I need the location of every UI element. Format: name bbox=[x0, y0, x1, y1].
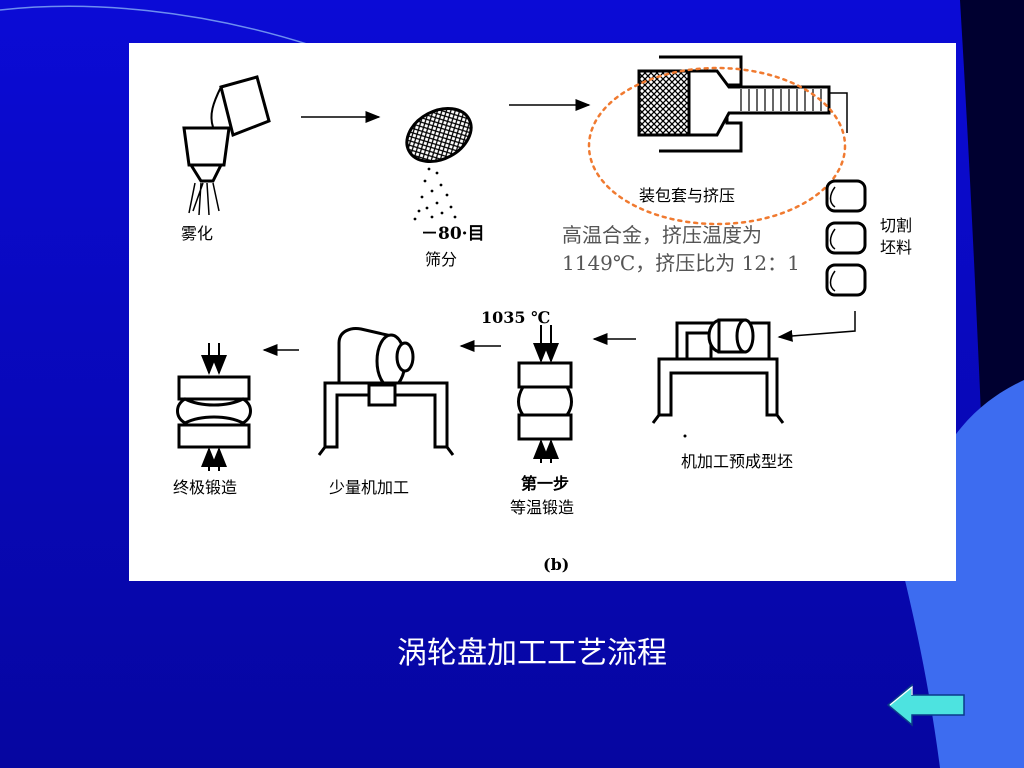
process-diagram-panel: 雾化 －80·目 筛分 装包套与挤压 切割 坯料 高温合金，挤压温度为 1149… bbox=[129, 43, 956, 581]
label-isothermal-forging: 等温锻造 bbox=[510, 498, 575, 517]
decor-arc bbox=[0, 5, 311, 46]
back-button[interactable] bbox=[886, 683, 966, 727]
flow-arrow-3 bbox=[777, 311, 856, 342]
label-mesh: －80·目 bbox=[421, 224, 485, 244]
highlight-ellipse bbox=[587, 66, 847, 226]
label-first-step: 第一步 bbox=[521, 474, 570, 493]
sieve-drawing bbox=[405, 106, 473, 221]
label-light-machining: 少量机加工 bbox=[329, 478, 410, 497]
label-cut-billet-2: 坯料 bbox=[880, 238, 913, 257]
label-machine-preform: 机加工预成型坯 bbox=[681, 452, 794, 471]
extrusion-die-drawing bbox=[637, 55, 848, 153]
note-line-1: 高温合金，挤压温度为 bbox=[562, 223, 762, 247]
final-press-drawing bbox=[176, 343, 252, 471]
label-atomize: 雾化 bbox=[181, 224, 214, 243]
mill-drawing bbox=[317, 327, 455, 456]
left-arrow-icon bbox=[886, 683, 965, 727]
label-sieve: 筛分 bbox=[425, 250, 458, 269]
billet-drawings bbox=[825, 179, 867, 297]
atomizer-drawing bbox=[182, 75, 271, 216]
label-cut-billet-1: 切割 bbox=[880, 216, 913, 235]
lathe-drawing bbox=[651, 318, 785, 424]
figure-tag: (b) bbox=[543, 555, 570, 574]
isothermal-press-drawing bbox=[517, 325, 573, 463]
label-temperature: 1035 ℃ bbox=[481, 308, 551, 327]
process-drawing bbox=[176, 55, 867, 471]
slide-title: 涡轮盘加工工艺流程 bbox=[397, 636, 667, 671]
note-line-2: 1149℃，挤压比为 12：1 bbox=[562, 251, 800, 275]
label-final-forging: 终极锻造 bbox=[173, 478, 238, 497]
label-canning-extrusion: 装包套与挤压 bbox=[639, 186, 736, 205]
